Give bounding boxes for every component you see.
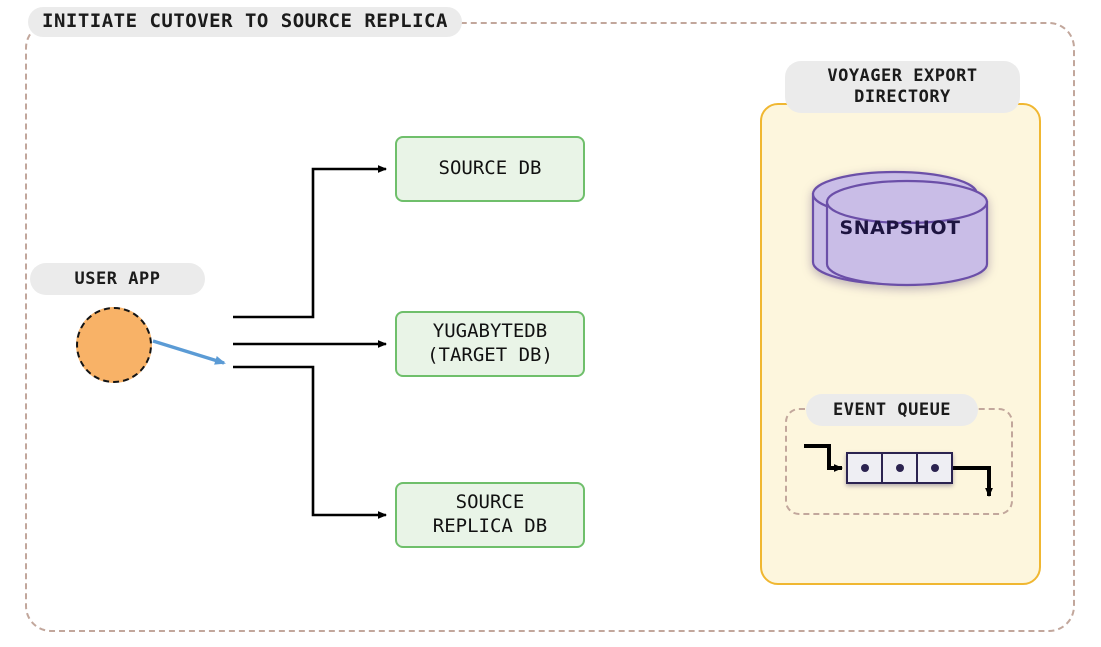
yugabytedb-target-db-box[interactable]: YUGABYTEDB (TARGET DB)	[395, 311, 585, 377]
user-app-badge: USER APP	[30, 263, 205, 295]
source-replica-db-box[interactable]: SOURCE REPLICA DB	[395, 482, 585, 548]
voyager-export-directory-badge: VOYAGER EXPORT DIRECTORY	[785, 61, 1020, 113]
diagram-outer-container	[25, 22, 1075, 632]
event-dot-icon	[860, 464, 869, 472]
event-queue-cell	[916, 452, 953, 484]
event-queue-cell	[881, 452, 918, 484]
event-dot-icon	[895, 464, 904, 472]
source-db-box[interactable]: SOURCE DB	[395, 136, 585, 202]
snapshot-cylinder-icon	[811, 170, 989, 287]
event-queue-badge: EVENT QUEUE	[806, 394, 978, 426]
user-app-circle	[76, 307, 152, 383]
event-dot-icon	[930, 464, 939, 472]
event-queue-cell	[846, 452, 883, 484]
diagram-title-badge: INITIATE CUTOVER TO SOURCE REPLICA	[28, 7, 462, 37]
event-queue-cells	[846, 452, 953, 484]
